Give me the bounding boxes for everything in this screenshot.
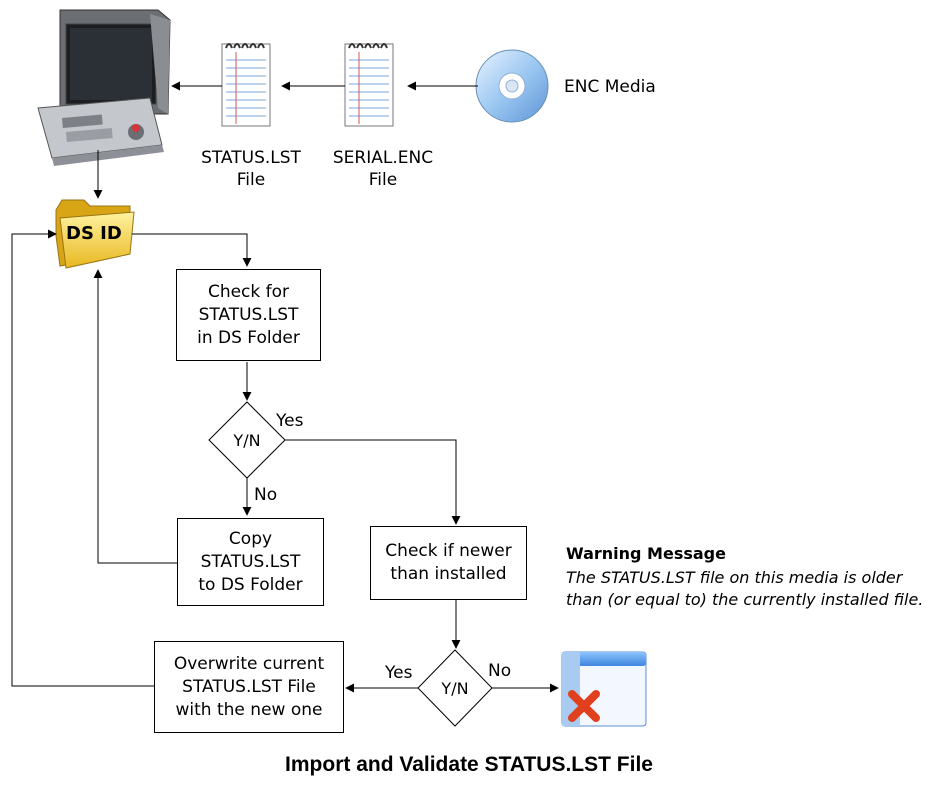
arrow-folder-to-check <box>132 233 252 267</box>
status-notepad-icon <box>221 43 271 127</box>
decision1-no-label: No <box>254 485 278 505</box>
arrow-copy-to-folder <box>93 269 177 564</box>
connectors <box>11 81 559 693</box>
check-status-box: Check for STATUS.LST in DS Folder <box>176 269 321 361</box>
warning-title: Warning Message <box>566 544 726 563</box>
decision2-yes-label: Yes <box>385 663 413 683</box>
serial-notepad-icon <box>344 43 394 127</box>
ds-id-label: DS ID <box>66 223 122 244</box>
serial-file-label: SERIAL.ENC File <box>332 148 434 190</box>
check-newer-box: Check if newer than installed <box>370 526 527 600</box>
enc-media-label: ENC Media <box>564 77 656 97</box>
diagram-caption: Import and Validate STATUS.LST File <box>285 753 653 776</box>
decision-diamond-2 <box>417 649 493 727</box>
folder-icon <box>55 199 135 269</box>
warning-body: The STATUS.LST file on this media is old… <box>566 568 924 609</box>
decision1-yes-label: Yes <box>276 411 304 431</box>
decision2-label: Y/N <box>441 679 469 698</box>
cd-disc-icon <box>475 49 549 123</box>
decision2-no-label: No <box>488 661 512 681</box>
arrow-overwrite-to-folder <box>11 229 154 687</box>
computer-terminal-icon <box>37 9 171 166</box>
copy-status-box: Copy STATUS.LST to DS Folder <box>177 518 324 606</box>
error-window-icon <box>561 651 647 727</box>
overwrite-box: Overwrite current STATUS.LST File with t… <box>154 641 344 733</box>
status-file-label: STATUS.LST File <box>201 148 301 190</box>
arrow-decision1-yes <box>285 439 461 525</box>
decision1-label: Y/N <box>233 431 261 450</box>
